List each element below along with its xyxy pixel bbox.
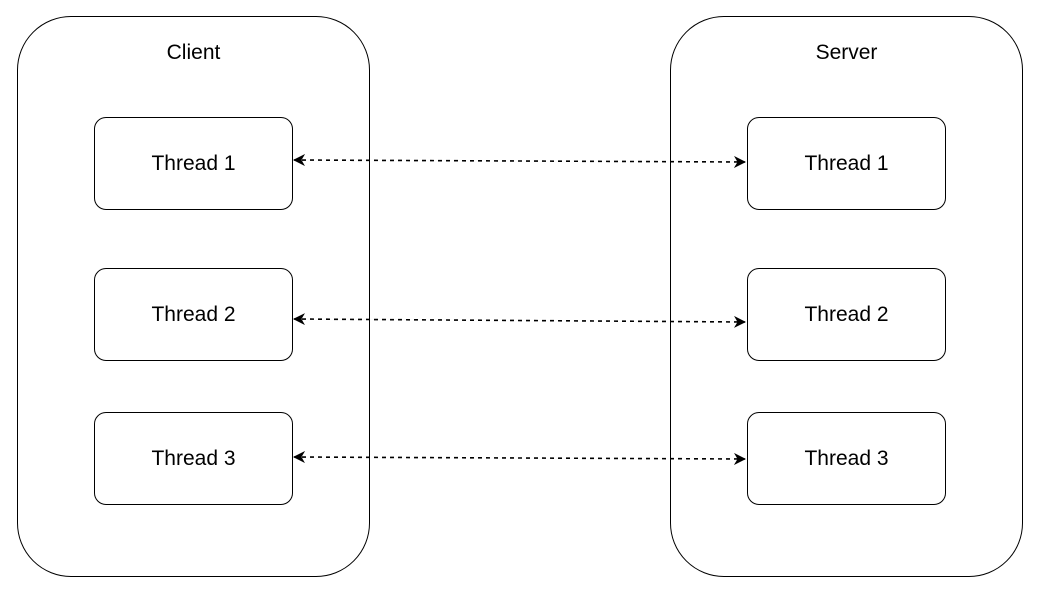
client-title: Client <box>166 41 221 64</box>
server-thread-1-box[interactable]: Thread 1 <box>747 117 946 210</box>
client-thread-1-box[interactable]: Thread 1 <box>94 117 293 210</box>
client-thread-2-label: Thread 2 <box>151 302 236 326</box>
client-thread-1-label: Thread 1 <box>151 151 236 175</box>
server-title: Server <box>815 41 878 64</box>
client-container: Client Thread 1 Thread 2 Thread 3 <box>17 16 370 577</box>
server-thread-2-box[interactable]: Thread 2 <box>747 268 946 361</box>
client-thread-3-box[interactable]: Thread 3 <box>94 412 293 505</box>
server-thread-3-box[interactable]: Thread 3 <box>747 412 946 505</box>
server-thread-1-label: Thread 1 <box>804 151 889 175</box>
server-container: Server Thread 1 Thread 2 Thread 3 <box>670 16 1023 577</box>
server-thread-2-label: Thread 2 <box>804 302 889 326</box>
server-thread-3-label: Thread 3 <box>804 446 889 470</box>
client-thread-3-label: Thread 3 <box>151 446 236 470</box>
client-thread-2-box[interactable]: Thread 2 <box>94 268 293 361</box>
